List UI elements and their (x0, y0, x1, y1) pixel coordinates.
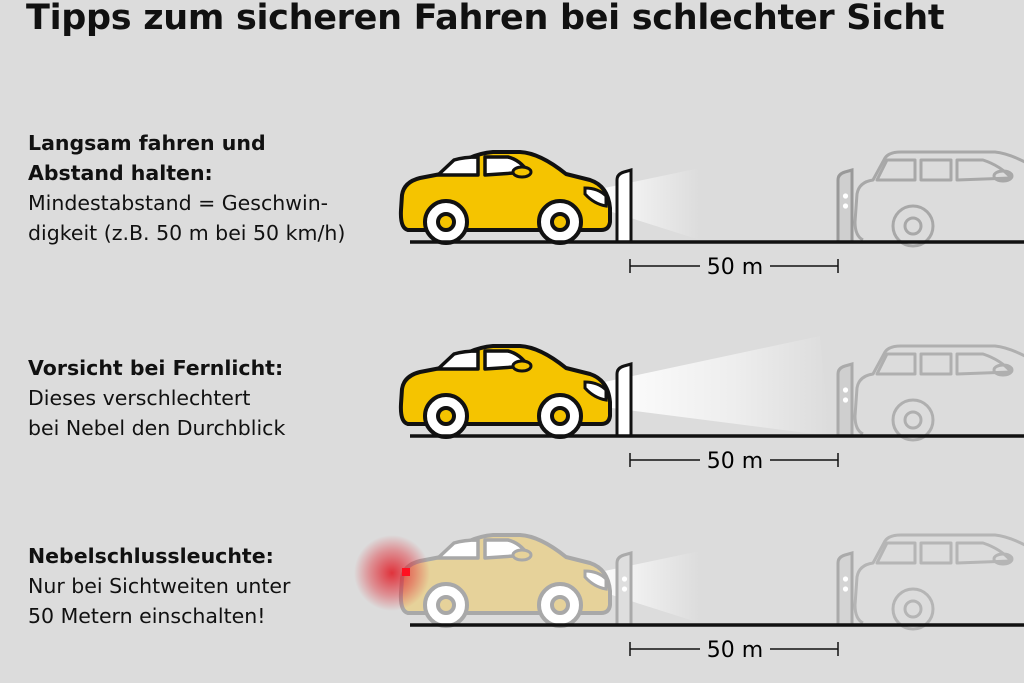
tip-body: Nur bei Sichtweiten unter (28, 574, 291, 598)
tip-heading: Vorsicht bei Fernlicht: (28, 356, 284, 380)
tip-body: Dieses verschlechtert (28, 386, 251, 410)
distance-label: 50 m (707, 255, 763, 280)
yellow-car (398, 150, 612, 245)
scene-high-beam: 50 m (398, 336, 1024, 474)
delineator-post-near (615, 551, 633, 627)
distance-label: 50 m (707, 638, 763, 663)
distance-label: 50 m (707, 449, 763, 474)
distance-marker (629, 642, 839, 656)
tip-heading: Nebelschlussleuchte: (28, 544, 274, 568)
delineator-post-far (836, 168, 854, 244)
tip-high-beam: Vorsicht bei Fernlicht: Dieses verschlec… (28, 353, 285, 443)
car-ahead-ghost (853, 150, 1024, 248)
scene-fog-light: 50 m (354, 533, 1024, 663)
delineator-post-far (836, 551, 854, 627)
distance-marker (629, 259, 839, 273)
tip-body: Mindestabstand = Geschwin- (28, 191, 329, 215)
distance-marker (629, 453, 839, 467)
tip-heading: Abstand halten: (28, 161, 213, 185)
yellow-car (398, 344, 612, 439)
delineator-post-near (615, 362, 633, 438)
car-ahead-ghost (853, 344, 1024, 442)
car-ahead-ghost (853, 533, 1024, 631)
tip-distance: Langsam fahren und Abstand halten: Minde… (28, 128, 345, 248)
fog-light-glow (354, 535, 430, 611)
tip-fog-light: Nebelschlussleuchte: Nur bei Sichtweiten… (28, 541, 290, 631)
scene-distance: 50 m (398, 150, 1024, 280)
faded-car (398, 533, 612, 628)
tip-body: bei Nebel den Durchblick (28, 416, 286, 440)
tip-body: digkeit (z.B. 50 m bei 50 km/h) (28, 221, 346, 245)
delineator-post-far (836, 362, 854, 438)
high-beam (595, 336, 830, 436)
rear-fog-light (402, 568, 410, 576)
delineator-post-near (615, 168, 633, 244)
page-title: Tipps zum sicheren Fahren bei schlechter… (26, 0, 945, 38)
tip-heading: Langsam fahren und (28, 131, 266, 155)
tip-body: 50 Metern einschalten! (28, 604, 266, 628)
